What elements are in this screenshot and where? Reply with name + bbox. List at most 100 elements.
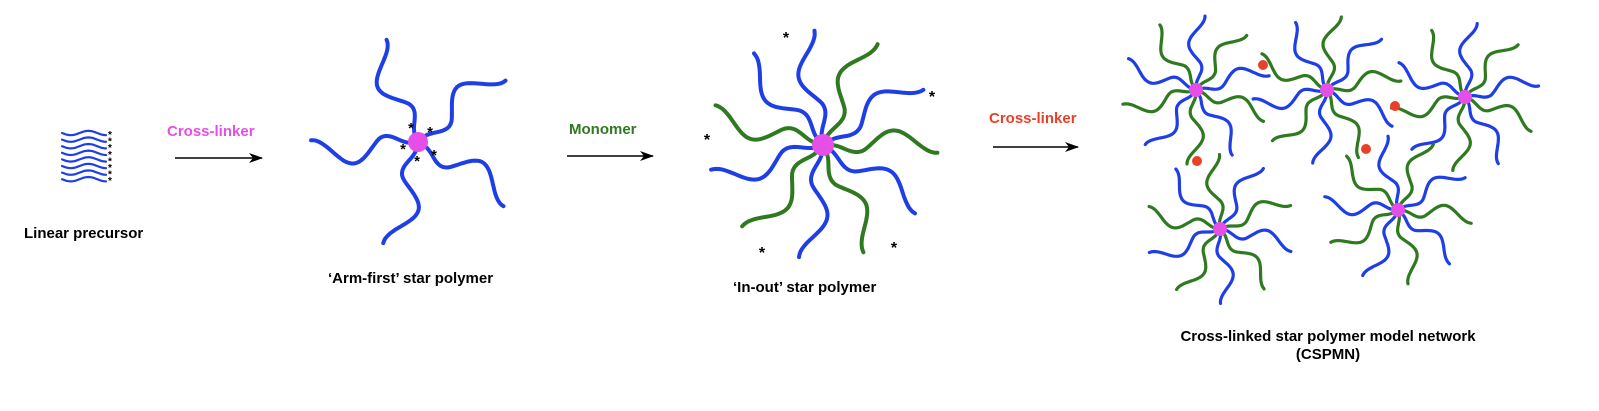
network-arm — [1465, 43, 1520, 96]
arm-end-star: * — [704, 132, 711, 149]
linear-chain — [60, 129, 108, 137]
network-arm — [1158, 23, 1196, 89]
network-core — [1320, 83, 1334, 97]
network-arm — [1323, 195, 1396, 217]
network-arm — [1293, 20, 1327, 89]
crosslinked-network — [1121, 14, 1541, 305]
network-arm — [1328, 37, 1384, 89]
linear-chain — [60, 149, 108, 157]
arm-first-arm — [381, 145, 421, 246]
network-arm — [1311, 92, 1333, 165]
network-arm — [1458, 22, 1479, 95]
in-out-arm — [796, 28, 828, 142]
network-arm — [1377, 134, 1401, 208]
in-out-arm — [752, 51, 821, 143]
network-arm — [1215, 231, 1235, 305]
crosslink-point — [1361, 144, 1371, 154]
network-arm — [1410, 98, 1465, 151]
core-end-star: * — [414, 153, 420, 170]
network-arm — [1397, 61, 1463, 98]
in-out-arm — [709, 144, 820, 182]
arm-first-arm — [374, 37, 418, 139]
network-arm — [1399, 211, 1451, 266]
network-arm — [1399, 175, 1467, 210]
linear-chain — [60, 142, 108, 150]
reagent-crosslinker-1: Cross-linker — [167, 123, 255, 140]
network-arm — [1345, 154, 1397, 209]
core-end-star: * — [408, 120, 414, 137]
network-arm — [1400, 203, 1473, 225]
arm-end-star: * — [759, 245, 766, 262]
crosslink-point — [1390, 101, 1400, 111]
network-arm — [1329, 210, 1397, 245]
network-arm — [1361, 212, 1399, 278]
network-arm — [1121, 89, 1194, 114]
network-arm — [1196, 33, 1249, 89]
label-network-line1: Cross-linked star polymer model network — [1180, 328, 1476, 345]
network-arm — [1175, 230, 1220, 292]
network-arm — [1147, 229, 1218, 258]
core-end-star: * — [427, 124, 433, 141]
network-arm — [1260, 52, 1325, 90]
network-arm — [1222, 228, 1293, 254]
network-arm — [1327, 91, 1361, 160]
chain-end-star: * — [108, 143, 112, 154]
network-arm — [1270, 91, 1326, 143]
network-arm — [1143, 91, 1196, 147]
chain-end-star: * — [108, 170, 112, 181]
arm-end-star: * — [891, 240, 898, 257]
in-out-arm — [823, 148, 870, 255]
network-arm — [1451, 99, 1472, 172]
network-arm — [1147, 204, 1218, 230]
network-core — [1391, 203, 1405, 217]
label-arm-first-star: ‘Arm-first’ star polymer — [328, 270, 494, 287]
arm-end-star: * — [929, 89, 936, 106]
linear-chain — [60, 156, 108, 163]
label-linear-precursor: Linear precursor — [24, 225, 144, 242]
linear-chain — [60, 162, 108, 170]
in-out-star-polymer: * * * * * — [704, 28, 940, 262]
network-arm — [1465, 98, 1501, 166]
chain-end-star: * — [108, 137, 112, 148]
network-arm — [1222, 200, 1293, 229]
network-core — [1213, 222, 1227, 236]
in-out-arm — [826, 146, 917, 216]
network-arm — [1185, 92, 1205, 166]
network-core — [1458, 90, 1472, 104]
network-arm — [1196, 91, 1234, 157]
network-arm — [1221, 230, 1266, 291]
linear-chain — [60, 175, 108, 183]
network-arm — [1251, 87, 1325, 111]
star-core — [408, 132, 428, 152]
network-arm — [1329, 90, 1394, 128]
in-out-arm — [797, 149, 830, 260]
label-network-line2: (CSPMN) — [1295, 346, 1361, 363]
linear-chain — [60, 169, 108, 176]
network-arm — [1467, 96, 1533, 133]
network-arm — [1397, 142, 1435, 208]
network-arm — [1126, 57, 1194, 91]
network-arm — [1329, 69, 1403, 93]
arm-first-arm — [420, 78, 508, 140]
network-arm — [1198, 89, 1266, 123]
chain-end-star: * — [108, 176, 112, 187]
network-arm — [1395, 212, 1419, 286]
crosslink-point — [1258, 60, 1268, 70]
network-arm — [1429, 28, 1465, 96]
in-out-arm — [823, 42, 880, 142]
linear-precursor-chains: ******** — [60, 129, 112, 187]
in-out-arm — [740, 147, 822, 229]
star-core — [812, 134, 834, 156]
arm-end-star: * — [783, 30, 790, 47]
network-arm — [1467, 75, 1541, 99]
label-in-out-star: ‘In-out’ star polymer — [733, 279, 877, 296]
arm-first-arm — [421, 142, 506, 209]
network-arm — [1174, 167, 1219, 228]
network-arm — [1198, 66, 1271, 91]
network-arm — [1205, 153, 1225, 227]
in-out-arm — [827, 128, 940, 155]
chain-end-star: * — [108, 163, 112, 174]
reagent-crosslinker-2: Cross-linker — [989, 110, 1077, 127]
core-end-star: * — [400, 141, 406, 158]
